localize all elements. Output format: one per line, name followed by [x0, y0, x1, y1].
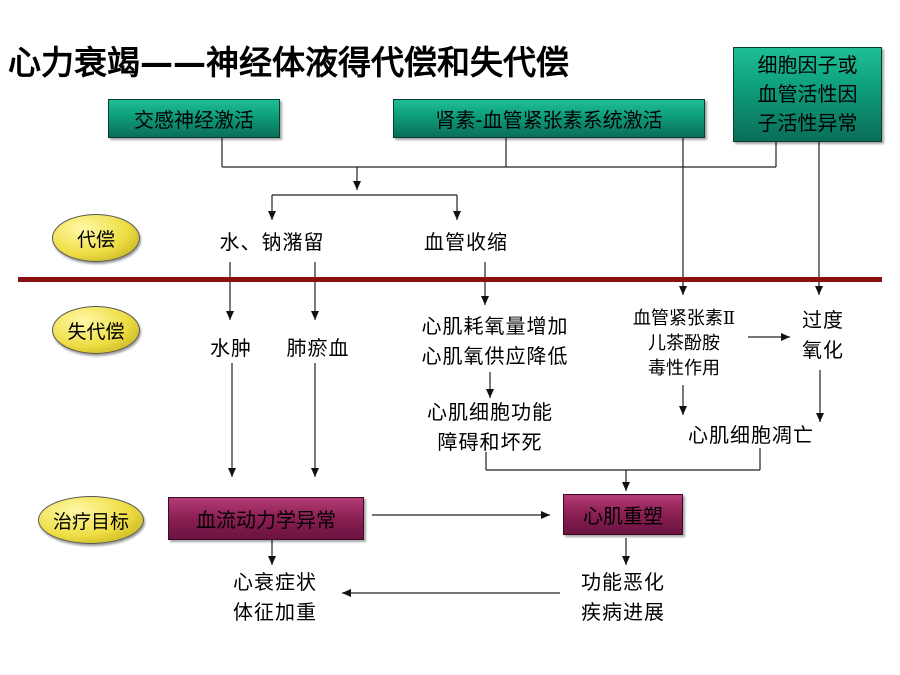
- retention-text: 水、钠潴留: [219, 230, 325, 254]
- myocardial-oxygen-line-1: 心肌耗氧量增加: [421, 314, 569, 338]
- sympathetic-activation-label: 交感神经激活: [134, 108, 254, 132]
- progression-line-1: 功能恶化: [581, 570, 665, 594]
- symptoms-text: 心衰症状 体征加重: [214, 567, 336, 627]
- remodeling-label: 心肌重塑: [583, 504, 663, 528]
- factors-box: 细胞因子或 血管活性因 子活性异常: [733, 47, 882, 142]
- decompensation-label: 失代偿: [67, 320, 125, 343]
- sympathetic-activation-box: 交感神经激活: [108, 99, 280, 138]
- remodeling-box: 心肌重塑: [563, 494, 683, 535]
- toxicity-line-1: 血管紧张素Ⅱ: [632, 308, 736, 329]
- treatment-target-badge: 治疗目标: [38, 496, 144, 544]
- divider-line: [18, 277, 882, 282]
- myocardial-oxygen-line-2: 心肌氧供应降低: [421, 344, 569, 368]
- raas-activation-box: 肾素-血管紧张素系统激活: [393, 99, 705, 138]
- oxidation-line-1: 过度: [802, 308, 844, 332]
- raas-activation-label: 肾素-血管紧张素系统激活: [435, 108, 663, 132]
- factors-line-1: 细胞因子或: [757, 53, 858, 77]
- toxicity-text: 血管紧张素Ⅱ 儿茶酚胺 毒性作用: [608, 306, 760, 381]
- progression-text: 功能恶化 疾病进展: [562, 567, 684, 627]
- symptoms-line-1: 心衰症状: [233, 570, 317, 594]
- myocardial-damage-line-1: 心肌细胞功能: [427, 400, 553, 424]
- edema-text: 水肿: [210, 336, 252, 360]
- progression-line-2: 疾病进展: [581, 600, 665, 624]
- oxidation-text: 过度 氧化: [790, 305, 856, 365]
- factors-line-2: 血管活性因: [757, 82, 858, 106]
- hemodynamics-label: 血流动力学异常: [196, 508, 336, 532]
- toxicity-line-3: 毒性作用: [648, 358, 720, 379]
- hemodynamics-box: 血流动力学异常: [168, 497, 364, 540]
- compensation-label: 代偿: [76, 228, 115, 251]
- treatment-target-label: 治疗目标: [52, 510, 129, 533]
- myocardial-damage-line-2: 障碍和坏死: [437, 430, 543, 454]
- symptoms-line-2: 体征加重: [233, 600, 317, 624]
- apoptosis-text: 心肌细胞凋亡: [688, 423, 814, 447]
- page-title: 心力衰竭——神经体液得代偿和失代偿: [8, 43, 569, 82]
- vasoconstriction-text: 血管收缩: [424, 230, 508, 254]
- factors-line-3: 子活性异常: [757, 111, 858, 135]
- compensation-badge: 代偿: [52, 214, 140, 262]
- decompensation-badge: 失代偿: [52, 306, 140, 354]
- myocardial-damage-text: 心肌细胞功能 障碍和坏死: [410, 397, 570, 457]
- oxidation-line-2: 氧化: [802, 338, 844, 362]
- congestion-text: 肺瘀血: [286, 336, 350, 360]
- myocardial-oxygen-text: 心肌耗氧量增加 心肌氧供应降低: [400, 311, 590, 371]
- toxicity-line-2: 儿茶酚胺: [648, 333, 720, 354]
